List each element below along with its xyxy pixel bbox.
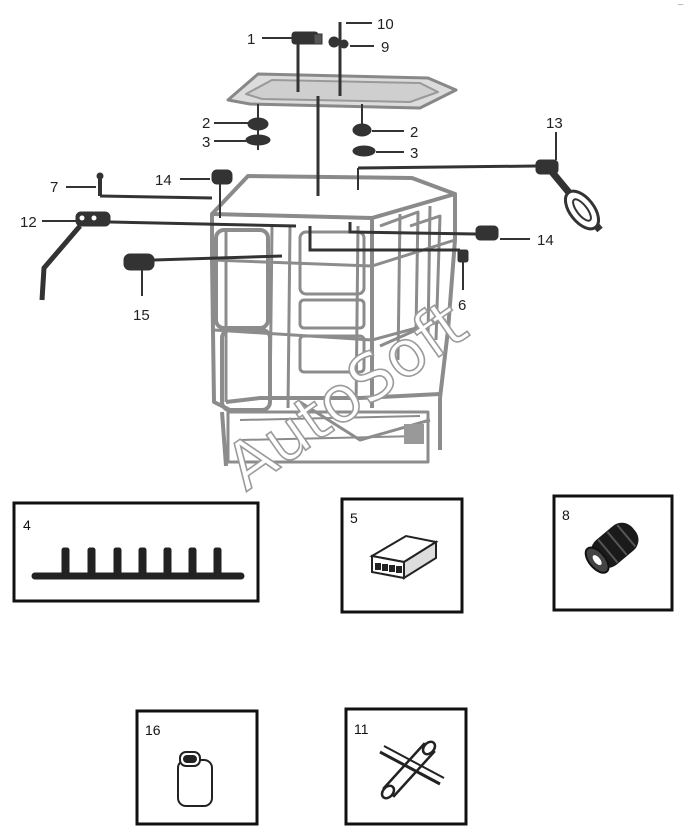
callout-15: 15 [133,307,150,324]
part-3-washer-right [352,145,376,157]
part-4-rail [31,547,245,580]
callout-2-left: 2 [202,115,210,132]
corner-mark: ˜˜ [677,3,684,12]
callout-3-left: 3 [202,134,210,151]
callout-3-right: 3 [410,145,418,162]
part-15-clamp [123,253,283,296]
part-16-cap [177,751,213,807]
cab-roof [210,174,457,220]
callout-6: 6 [458,297,466,314]
part-14-knob-left [211,169,233,218]
part-8-bushing [584,522,639,574]
box-4-label: 4 [23,517,31,533]
part-6-pin [308,226,469,290]
part-7-pin [96,172,213,200]
callout-7: 7 [50,179,58,196]
detail-box-8: 8 [552,494,674,612]
leader-lines [42,22,557,240]
callout-14-right: 14 [537,232,554,249]
part-9-nut [328,36,349,49]
detail-box-11: 11 [344,707,468,826]
box-11-label: 11 [354,721,369,737]
callout-12: 12 [20,214,37,231]
part-5-connector-block [369,534,439,580]
part-12-mirror-arm [39,211,297,301]
box-8-label: 8 [562,507,570,523]
callout-10: 10 [377,16,394,33]
callout-14-left: 14 [155,172,172,189]
detail-box-16: 16 [135,709,259,826]
detail-box-5: 5 [340,497,464,614]
part-13-mirror-right [357,159,603,233]
hardware-parts [39,22,603,301]
callout-2-right: 2 [410,124,418,141]
callout-9: 9 [381,39,389,56]
detail-box-4: 4 [12,501,260,603]
box-16-label: 16 [145,722,161,738]
part-14-knob-right [348,222,499,241]
box-5-label: 5 [350,510,358,526]
part-1-latch [291,31,323,92]
callout-13: 13 [546,115,563,132]
callout-numbers: 1 10 9 2 3 2 3 13 7 14 12 14 6 15 [20,16,563,324]
part-11-pivot-pin [379,740,445,800]
callout-1: 1 [247,31,255,48]
